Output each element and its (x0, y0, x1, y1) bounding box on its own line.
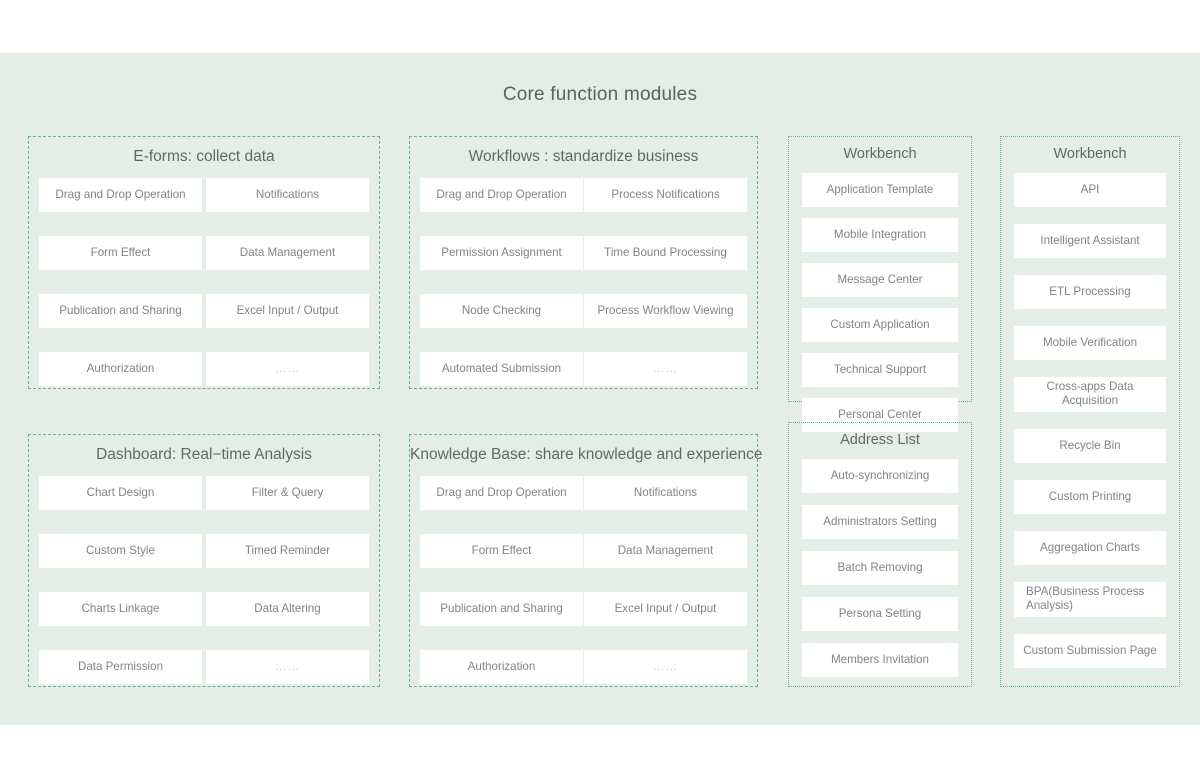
panel-workbench-secondary-items: API Intelligent Assistant ETL Processing… (1001, 173, 1179, 685)
feature-card[interactable]: Automated Submission (420, 352, 583, 386)
feature-card[interactable]: API (1014, 173, 1166, 207)
panel-eforms: E-forms: collect data Drag and Drop Oper… (28, 136, 380, 389)
feature-card[interactable]: Mobile Verification (1014, 326, 1166, 360)
panel-knowledge-base-items: Drag and Drop Operation Notifications Fo… (410, 476, 757, 684)
feature-card[interactable]: Recycle Bin (1014, 428, 1166, 463)
feature-card[interactable]: Publication and Sharing (39, 294, 202, 328)
feature-card[interactable]: Process Notifications (584, 178, 747, 212)
feature-card[interactable]: Drag and Drop Operation (420, 476, 583, 510)
feature-card[interactable]: Message Center (802, 263, 958, 297)
feature-card[interactable]: Intelligent Assistant (1014, 224, 1166, 258)
feature-card[interactable]: Technical Support (802, 353, 958, 387)
feature-card[interactable]: Form Effect (39, 236, 202, 270)
panel-title-workbench-secondary: Workbench (1053, 146, 1127, 162)
feature-card[interactable]: Application Template (802, 173, 958, 207)
feature-card[interactable]: Chart Design (39, 476, 202, 510)
feature-card[interactable]: Charts Linkage (39, 592, 202, 626)
feature-card[interactable]: Drag and Drop Operation (420, 178, 583, 212)
feature-card[interactable]: Batch Removing (802, 551, 958, 585)
page-title: Core function modules (502, 84, 698, 105)
panel-title-workbench-primary: Workbench (843, 146, 917, 162)
panel-eforms-items: Drag and Drop Operation Notifications Fo… (29, 178, 379, 386)
feature-card[interactable]: Members Invitation (802, 643, 958, 677)
feature-card[interactable]: Timed Reminder (206, 534, 369, 568)
feature-card[interactable]: Permission Assignment (420, 236, 583, 270)
feature-card[interactable]: Node Checking (420, 294, 583, 328)
panel-title-knowledge-base: Knowledge Base: share knowledge and expe… (410, 446, 763, 463)
panel-workbench-primary: Workbench Application Template Mobile In… (788, 136, 972, 432)
panel-dashboard: Dashboard: Real−time Analysis Chart Desi… (28, 434, 380, 687)
panel-workbench-primary-items: Application Template Mobile Integration … (789, 173, 971, 443)
panel-workbench-secondary: Workbench API Intelligent Assistant ETL … (1000, 136, 1180, 687)
feature-card[interactable]: Mobile Integration (802, 218, 958, 252)
feature-card[interactable]: Process Workflow Viewing (584, 294, 747, 328)
feature-card[interactable]: Drag and Drop Operation (39, 178, 202, 212)
feature-card[interactable]: Form Effect (420, 534, 583, 568)
feature-card[interactable]: Excel Input / Output (584, 592, 747, 626)
feature-card[interactable]: Filter & Query (206, 476, 369, 510)
panel-dashboard-items: Chart Design Filter & Query Custom Style… (29, 476, 379, 684)
feature-card[interactable]: Excel Input / Output (206, 294, 369, 328)
feature-card[interactable]: Authorization (420, 650, 583, 684)
feature-card-more[interactable]: …… (584, 650, 747, 684)
panel-workflows: Workflows : standardize business Drag an… (409, 136, 758, 389)
feature-card[interactable]: Custom Submission Page (1014, 633, 1166, 668)
feature-card[interactable]: Custom Application (802, 308, 958, 342)
feature-card[interactable]: Administrators Setting (802, 505, 958, 539)
panel-workflows-items: Drag and Drop Operation Process Notifica… (410, 178, 757, 386)
feature-card[interactable]: Time Bound Processing (584, 236, 747, 270)
feature-card[interactable]: Publication and Sharing (420, 592, 583, 626)
panel-title-address-list: Address List (840, 432, 920, 448)
feature-card[interactable]: Data Management (206, 236, 369, 270)
feature-card[interactable]: Cross-apps Data Acquisition (1014, 377, 1166, 412)
feature-card[interactable]: Notifications (206, 178, 369, 212)
feature-card[interactable]: BPA(Business Process Analysis) (1014, 581, 1166, 617)
feature-card[interactable]: Aggregation Charts (1014, 530, 1166, 565)
panel-title-eforms: E-forms: collect data (133, 148, 275, 165)
feature-card[interactable]: Data Altering (206, 592, 369, 626)
feature-card[interactable]: Authorization (39, 352, 202, 386)
feature-card[interactable]: Personal Center (802, 398, 958, 432)
feature-card[interactable]: Data Management (584, 534, 747, 568)
feature-card-more[interactable]: …… (206, 650, 369, 684)
panel-address-list: Address List Auto-synchronizing Administ… (788, 422, 972, 687)
feature-card[interactable]: Auto-synchronizing (802, 459, 958, 493)
feature-card-more[interactable]: …… (206, 352, 369, 386)
feature-card[interactable]: Persona Setting (802, 597, 958, 631)
feature-card-more[interactable]: …… (584, 352, 747, 386)
panel-title-dashboard: Dashboard: Real−time Analysis (96, 446, 312, 463)
feature-card[interactable]: Custom Printing (1014, 479, 1166, 514)
panel-address-list-items: Auto-synchronizing Administrators Settin… (789, 459, 971, 689)
feature-card[interactable]: ETL Processing (1014, 275, 1166, 309)
feature-card[interactable]: Custom Style (39, 534, 202, 568)
feature-card[interactable]: Data Permission (39, 650, 202, 684)
panel-knowledge-base: Knowledge Base: share knowledge and expe… (409, 434, 763, 687)
feature-card[interactable]: Notifications (584, 476, 747, 510)
panel-title-workflows: Workflows : standardize business (468, 148, 699, 165)
